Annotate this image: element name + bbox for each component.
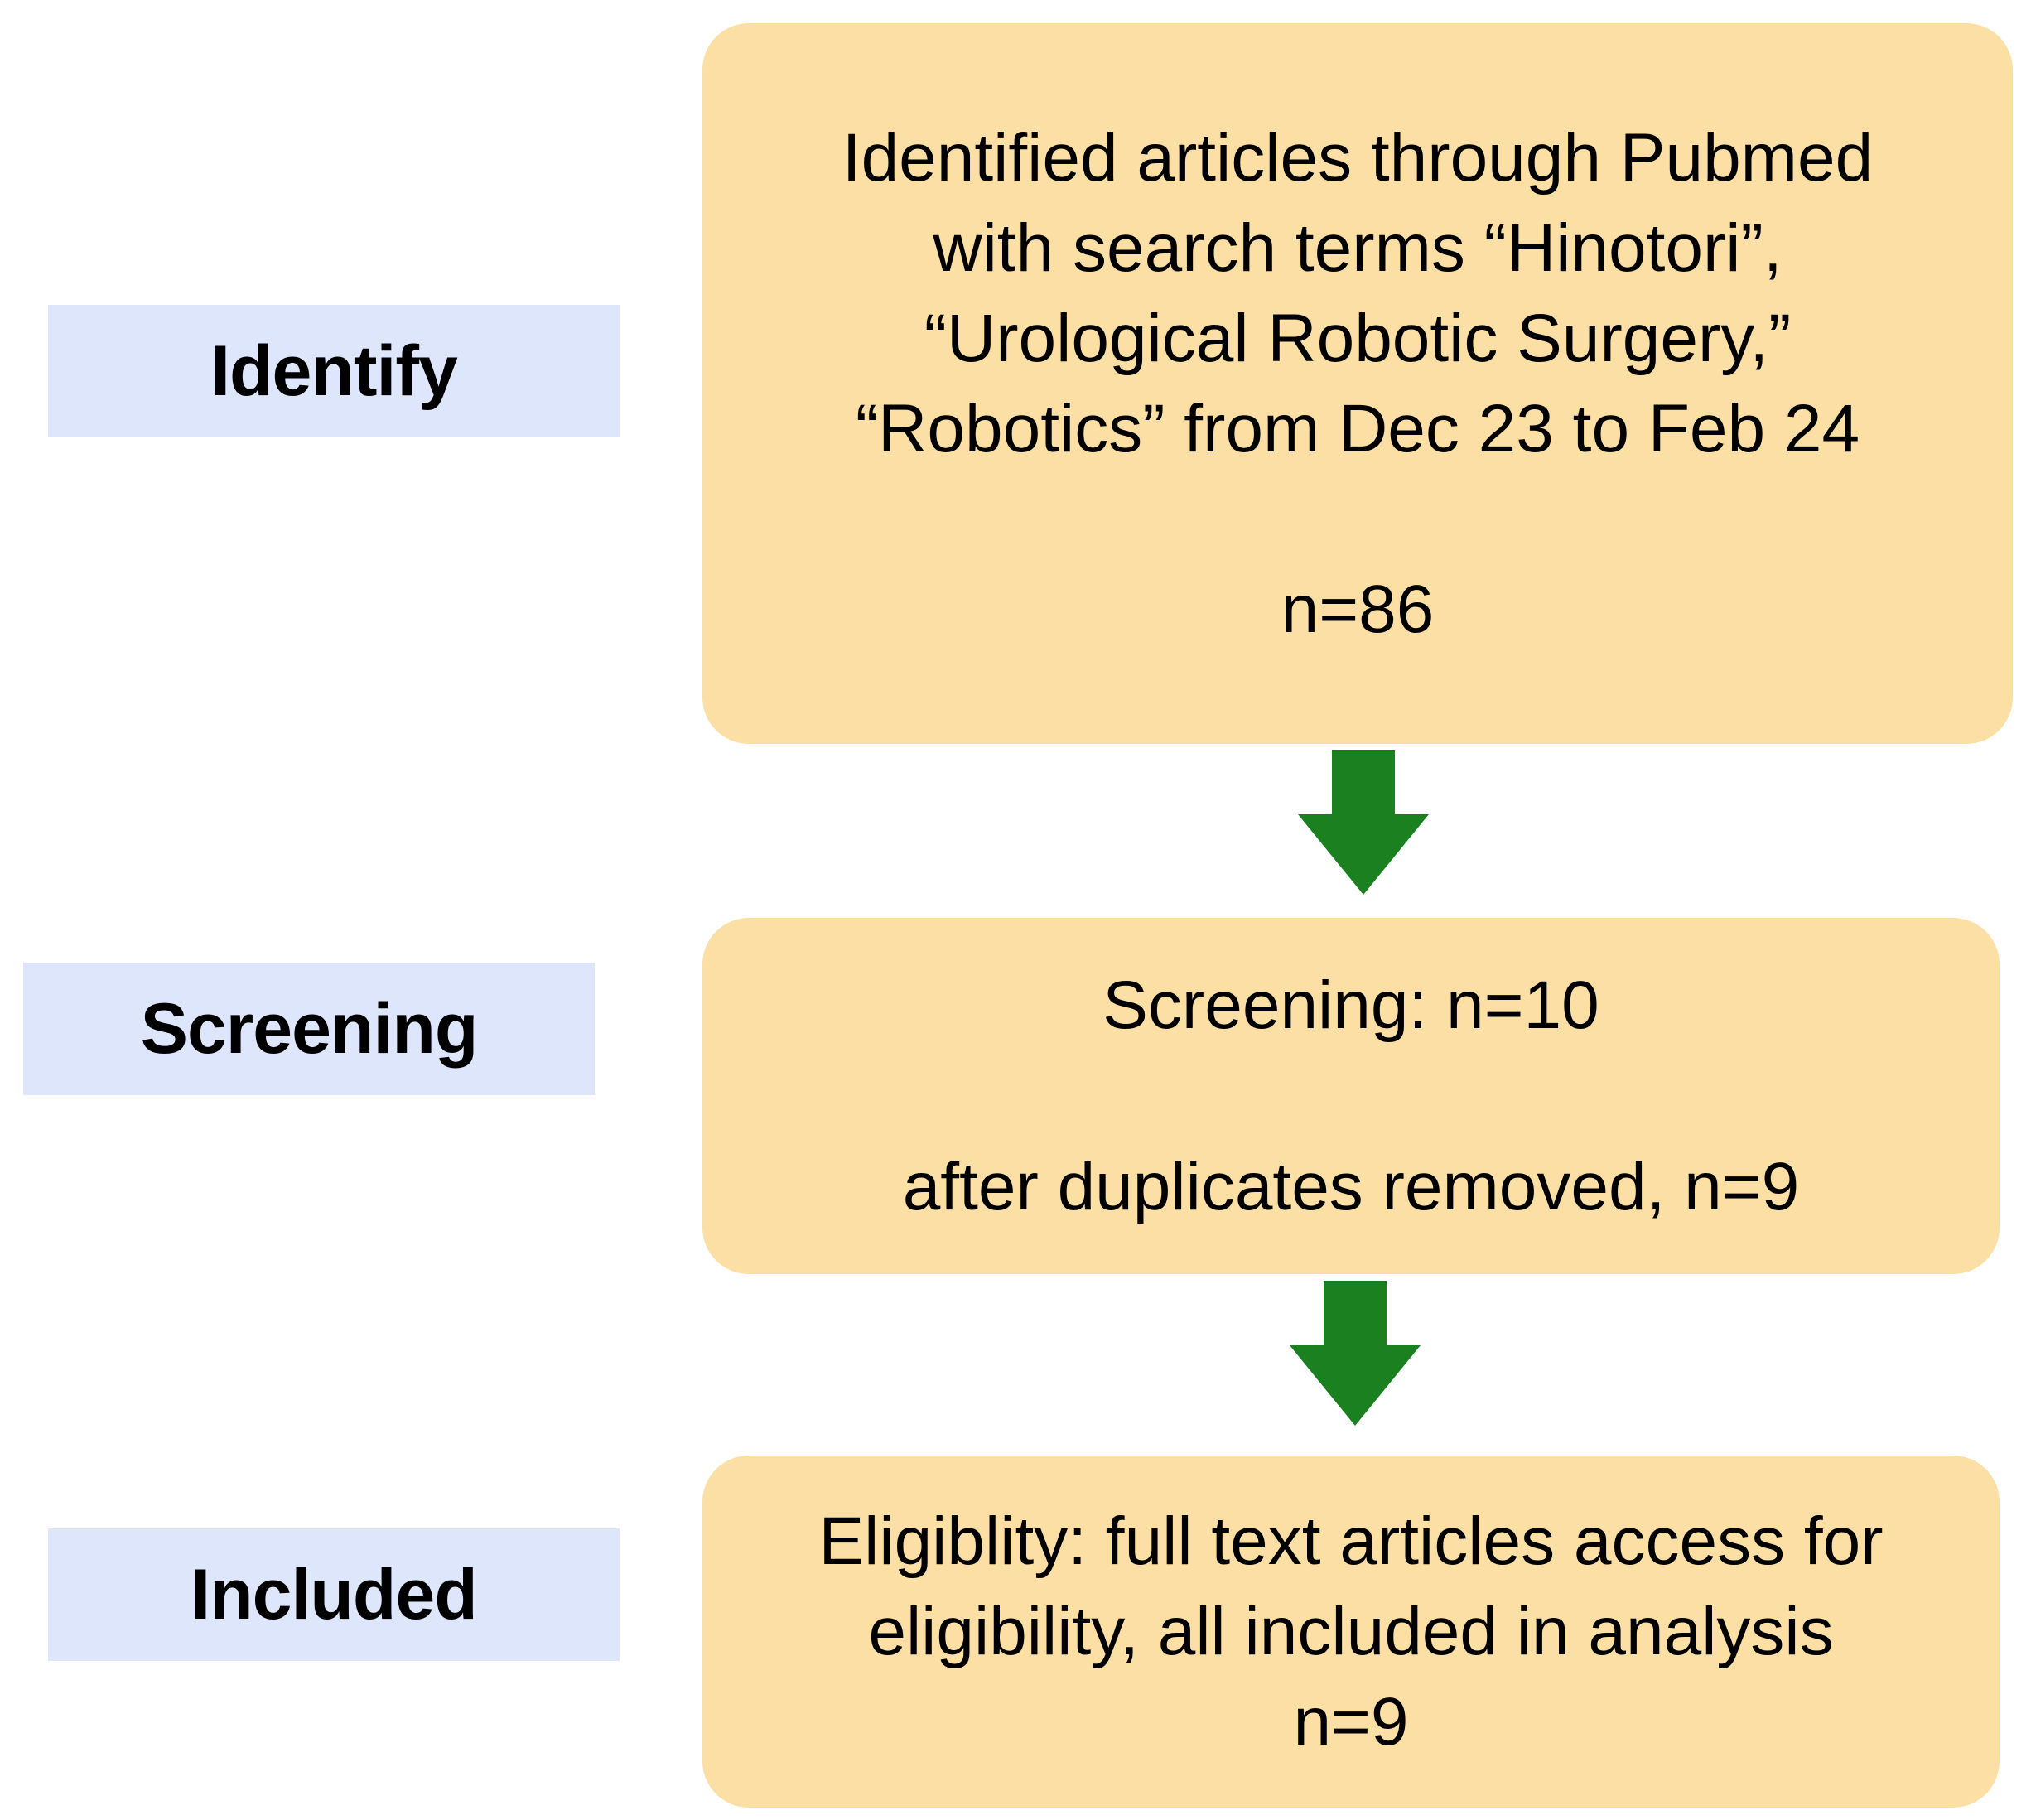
flow-box-identify: Identified articles through Pubmed with …	[702, 23, 2013, 744]
stage-label-screening-text: Screening	[140, 989, 479, 1069]
stage-label-included: Included	[48, 1528, 620, 1661]
flow-box-identify-line-2: with search terms “Hinotori”,	[933, 210, 1783, 286]
flow-box-included-line-1: Eligiblity: full text articles access fo…	[818, 1503, 1884, 1579]
flow-box-identify-line-4: “Robotics” from Dec 23 to Feb 24	[855, 391, 1860, 466]
arrow-down-icon	[1290, 1281, 1421, 1426]
arrow-down-icon	[1298, 750, 1429, 895]
flow-box-included-line-2: eligibility, all included in analysis	[868, 1593, 1834, 1669]
stage-label-identify-text: Identify	[210, 331, 458, 411]
stage-label-screening: Screening	[23, 963, 595, 1095]
flow-box-included: Eligiblity: full text articles access fo…	[702, 1456, 2000, 1808]
stage-label-included-text: Included	[191, 1555, 478, 1634]
flow-box-screening-line-1: Screening: n=10	[1102, 968, 1599, 1044]
stage-label-identify: Identify	[48, 305, 620, 437]
flow-box-screening: Screening: n=10 after duplicates removed…	[702, 918, 2000, 1274]
flow-box-identify-line-3: “Urological Robotic Surgery,”	[924, 300, 1792, 376]
flow-box-screening-count: after duplicates removed, n=9	[902, 1148, 1800, 1224]
flow-box-included-count: n=9	[1293, 1684, 1409, 1760]
flow-box-identify-count: n=86	[1281, 572, 1435, 648]
flow-box-identify-line-1: Identified articles through Pubmed	[842, 119, 1874, 196]
